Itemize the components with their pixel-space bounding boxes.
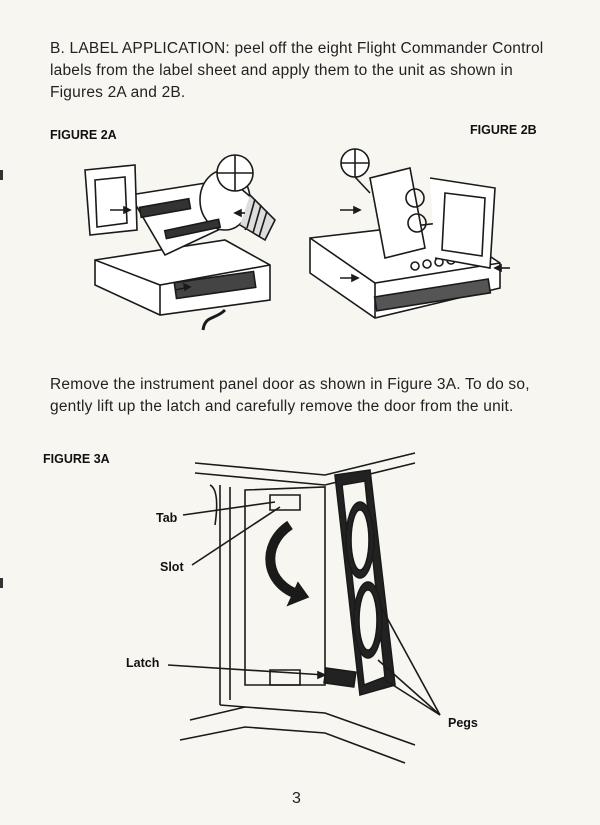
- figure-2b-label: FIGURE 2B: [470, 123, 537, 137]
- pegs-callout: Pegs: [448, 716, 478, 730]
- scan-edge-mark: [0, 170, 3, 180]
- slot-callout: Slot: [160, 560, 184, 574]
- figure-3a-illustration: [167, 452, 441, 764]
- tab-callout: Tab: [156, 511, 178, 525]
- figure-3a-label: FIGURE 3A: [43, 452, 110, 466]
- latch-callout: Latch: [126, 656, 160, 670]
- figure-2b-illustration: [309, 148, 510, 319]
- page-number: 3: [292, 790, 301, 807]
- label-application-paragraph: B. LABEL APPLICATION: peel off the eight…: [50, 40, 544, 101]
- figure-2a-illustration: [84, 154, 276, 331]
- figure-2a-label: FIGURE 2A: [50, 128, 117, 142]
- scan-edge-mark: [0, 578, 3, 588]
- remove-door-paragraph: Remove the instrument panel door as show…: [50, 376, 530, 415]
